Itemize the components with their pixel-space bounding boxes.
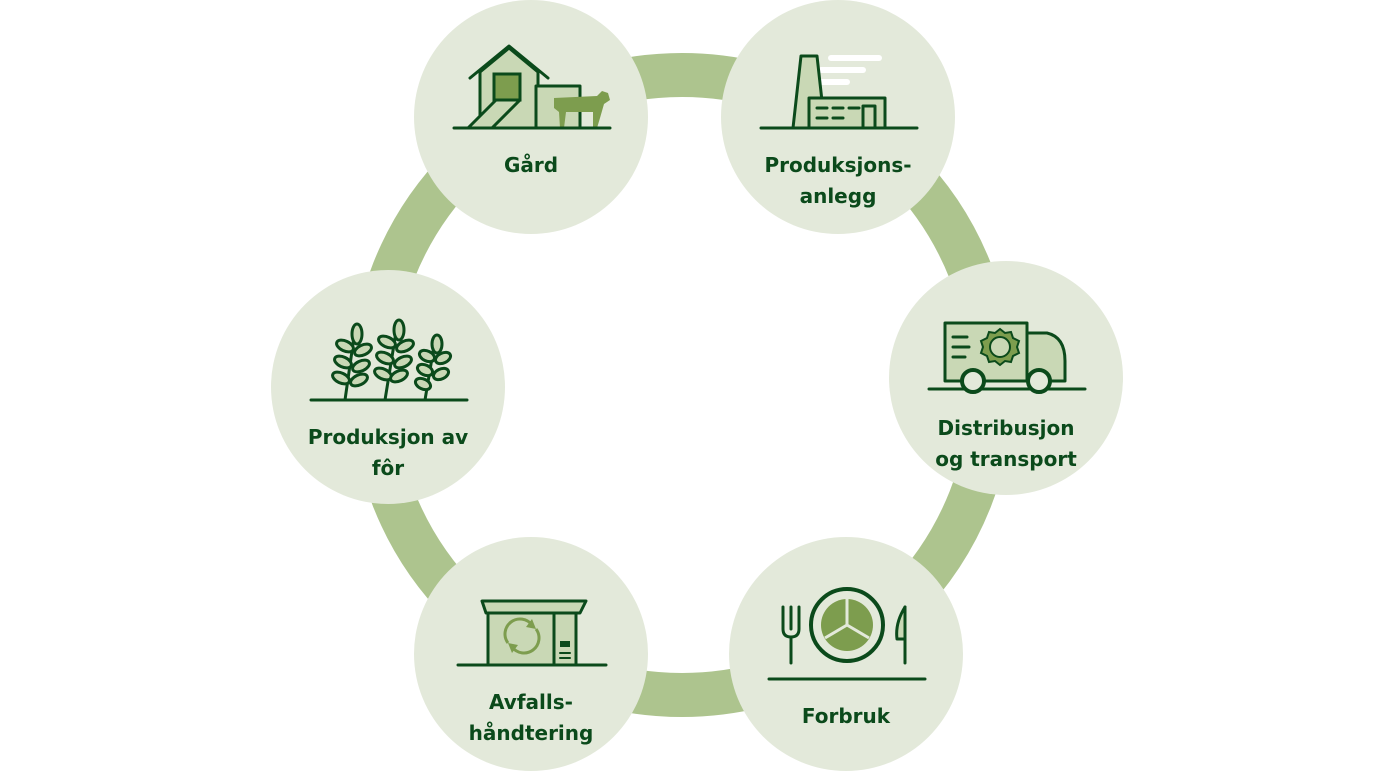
node-produksjonsanlegg: Produksjons- anlegg	[721, 0, 955, 234]
wheat-stalk-2	[373, 318, 415, 402]
node-for: Produksjon av fôr	[271, 270, 505, 504]
wheat-icon	[309, 318, 469, 402]
node-forbruk: Forbruk	[729, 537, 963, 771]
node-distribusjon: Distribusjon og transport	[889, 261, 1123, 495]
wheat-stalk-1	[331, 322, 373, 402]
node-label: Gård	[503, 153, 559, 177]
recycle-arrows-icon	[503, 617, 541, 655]
farm-icon	[452, 44, 612, 130]
plate-cutlery-icon	[767, 587, 927, 681]
node-avfall: Avfalls- håndtering	[414, 537, 648, 771]
node-label: Forbruk	[801, 704, 891, 728]
node-gard: Gård	[414, 0, 648, 234]
sun-badge-icon	[979, 327, 1021, 367]
node-label: Distribusjon og transport	[935, 416, 1077, 471]
node-label: Produksjons- anlegg	[764, 153, 912, 208]
fork-icon	[781, 605, 801, 665]
node-label: Produksjon av fôr	[307, 425, 469, 480]
wheat-stalk-3	[413, 333, 453, 402]
knife-icon	[895, 605, 907, 665]
truck-icon	[927, 321, 1087, 394]
factory-icon	[759, 54, 919, 130]
node-label: Avfalls- håndtering	[468, 690, 594, 745]
plate-icon	[809, 587, 885, 663]
recycling-bin-icon	[456, 599, 608, 667]
